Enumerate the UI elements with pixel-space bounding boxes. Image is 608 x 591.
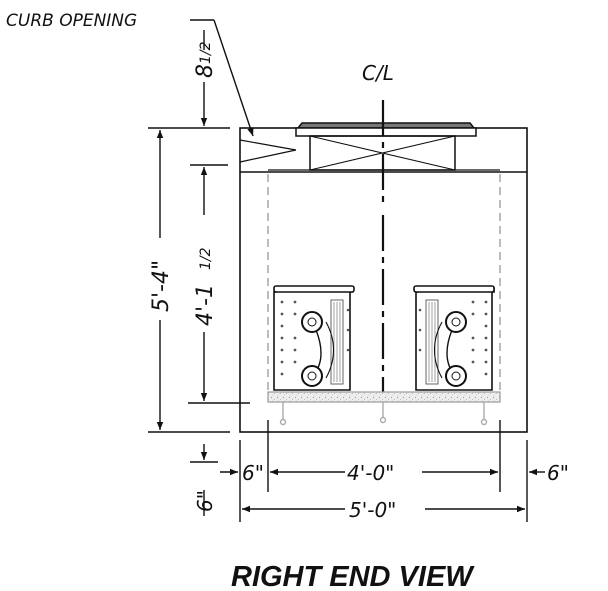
curb-height-whole: 8 bbox=[193, 64, 218, 78]
unit-height-dim: 4'-1 1/2 bbox=[193, 247, 218, 326]
base-rail bbox=[267, 391, 501, 426]
total-height-label: 5'-4" bbox=[149, 260, 174, 312]
curb-opening-label: CURB OPENING bbox=[6, 11, 137, 31]
left-unit bbox=[273, 285, 355, 391]
right-unit bbox=[413, 285, 495, 391]
overall-width-label: 5'-0" bbox=[349, 498, 396, 522]
total-height-dim: 5'-4" bbox=[149, 260, 174, 312]
base-height-label: 6" bbox=[193, 490, 217, 512]
vertical-dimensions bbox=[148, 30, 250, 516]
curb-height-dim: 8 1/2 bbox=[193, 41, 218, 78]
unit-height-fraction: 1/2 bbox=[198, 247, 214, 270]
curb-opening-leader bbox=[190, 19, 254, 137]
horizontal-dimensions bbox=[220, 420, 545, 522]
view-title: RIGHT END VIEW bbox=[231, 561, 475, 591]
base-height-dim: 6" bbox=[193, 490, 217, 512]
curb-height-fraction: 1/2 bbox=[198, 41, 214, 64]
right-offset-label: 6" bbox=[547, 461, 569, 485]
unit-height-label: 4'-1 bbox=[193, 284, 218, 326]
hidden-lines bbox=[267, 174, 501, 392]
left-offset-label: 6" bbox=[242, 461, 264, 485]
center-width-label: 4'-0" bbox=[347, 461, 394, 485]
centerline-label: C/L bbox=[362, 61, 394, 85]
